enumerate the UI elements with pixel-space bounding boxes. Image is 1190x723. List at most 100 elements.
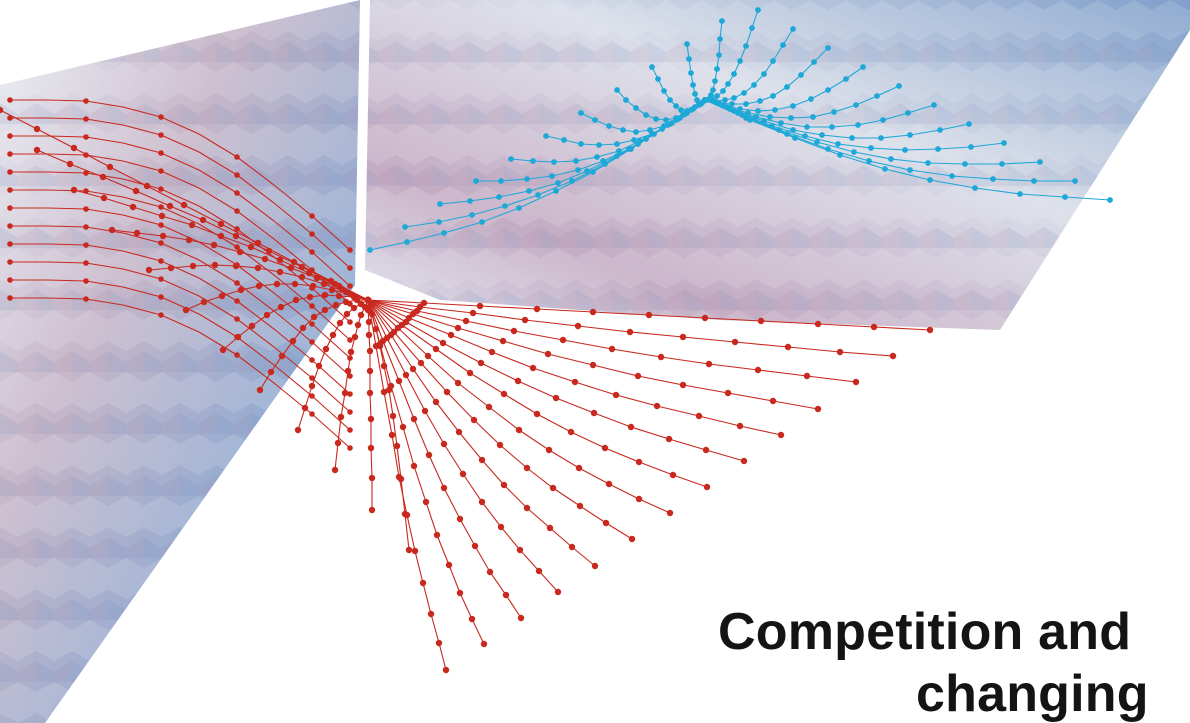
network-node <box>254 264 262 272</box>
network-node <box>7 133 13 139</box>
network-node <box>729 101 735 107</box>
network-node <box>780 42 786 48</box>
network-node <box>83 278 89 284</box>
network-node <box>496 194 502 200</box>
network-node <box>309 339 315 345</box>
network-node <box>851 149 857 155</box>
network-node <box>456 515 464 523</box>
network-node <box>133 229 141 237</box>
network-node <box>754 366 762 374</box>
network-line <box>704 99 1041 165</box>
network-node <box>366 367 374 375</box>
network-node <box>584 168 590 174</box>
network-node <box>234 334 240 340</box>
network-node <box>256 386 264 394</box>
network-node <box>479 219 485 225</box>
network-node <box>7 241 13 247</box>
network-node <box>500 481 508 489</box>
network-node <box>366 347 374 355</box>
network-node <box>456 589 464 597</box>
network-node <box>663 117 669 123</box>
network-node <box>480 640 488 648</box>
network-node <box>310 313 318 321</box>
network-node <box>443 388 451 396</box>
network-node <box>620 127 626 133</box>
network-node <box>390 328 398 336</box>
network-line <box>704 9 759 101</box>
network-node <box>351 333 359 341</box>
network-node <box>784 84 790 90</box>
network-node <box>158 212 166 220</box>
network-node <box>515 426 523 434</box>
network-node <box>309 411 315 417</box>
network-node <box>158 240 164 246</box>
network-line <box>704 85 900 119</box>
network-node <box>755 108 761 114</box>
network-node <box>798 72 804 78</box>
network-node <box>843 76 849 82</box>
network-node <box>589 361 597 369</box>
network-node <box>686 56 692 62</box>
network-node <box>329 331 337 339</box>
network-node <box>347 445 353 451</box>
left-panel <box>0 0 360 723</box>
network-node <box>437 201 443 207</box>
network-node <box>309 267 315 273</box>
network-line <box>367 299 782 436</box>
network-node <box>421 407 429 415</box>
network-node <box>803 372 811 380</box>
network-node <box>158 186 164 192</box>
network-line <box>10 135 351 287</box>
network-node <box>575 167 581 173</box>
network-node <box>7 295 13 301</box>
network-node <box>855 122 861 128</box>
network-node <box>860 64 866 70</box>
red-line-network <box>0 97 934 674</box>
network-node <box>486 568 494 576</box>
network-node <box>716 52 722 58</box>
network-node <box>454 324 462 332</box>
network-node <box>814 139 820 145</box>
network-node <box>705 360 713 368</box>
network-node <box>403 511 411 519</box>
network-node <box>731 338 739 346</box>
network-node <box>347 319 353 325</box>
network-node <box>473 178 479 184</box>
network-node <box>367 415 375 423</box>
network-node <box>907 167 913 173</box>
network-node <box>247 243 255 251</box>
network-node <box>159 232 167 240</box>
network-node <box>0 106 4 114</box>
network-node <box>99 173 107 181</box>
network-line <box>367 299 708 488</box>
network-line <box>10 189 351 341</box>
network-node <box>234 298 240 304</box>
network-node <box>508 156 514 162</box>
network-node <box>545 446 553 454</box>
network-node <box>7 151 13 157</box>
network-node <box>870 323 878 331</box>
network-line <box>367 299 447 671</box>
network-node <box>234 352 240 358</box>
network-node <box>454 379 462 387</box>
network-node <box>343 310 351 318</box>
network-node <box>949 173 955 179</box>
network-node <box>606 123 612 129</box>
network-node <box>661 88 667 94</box>
network-node <box>427 610 435 618</box>
network-node <box>237 286 245 294</box>
network-node <box>7 187 13 193</box>
network-node <box>552 394 560 402</box>
network-node <box>158 204 164 210</box>
network-node <box>770 93 776 99</box>
network-node <box>767 114 773 120</box>
network-line <box>10 117 351 269</box>
network-node <box>100 194 108 202</box>
network-node <box>673 115 679 121</box>
network-node <box>543 133 549 139</box>
network-node <box>309 303 315 309</box>
network-node <box>469 309 477 317</box>
network-node <box>276 268 284 276</box>
network-node <box>1037 159 1043 165</box>
